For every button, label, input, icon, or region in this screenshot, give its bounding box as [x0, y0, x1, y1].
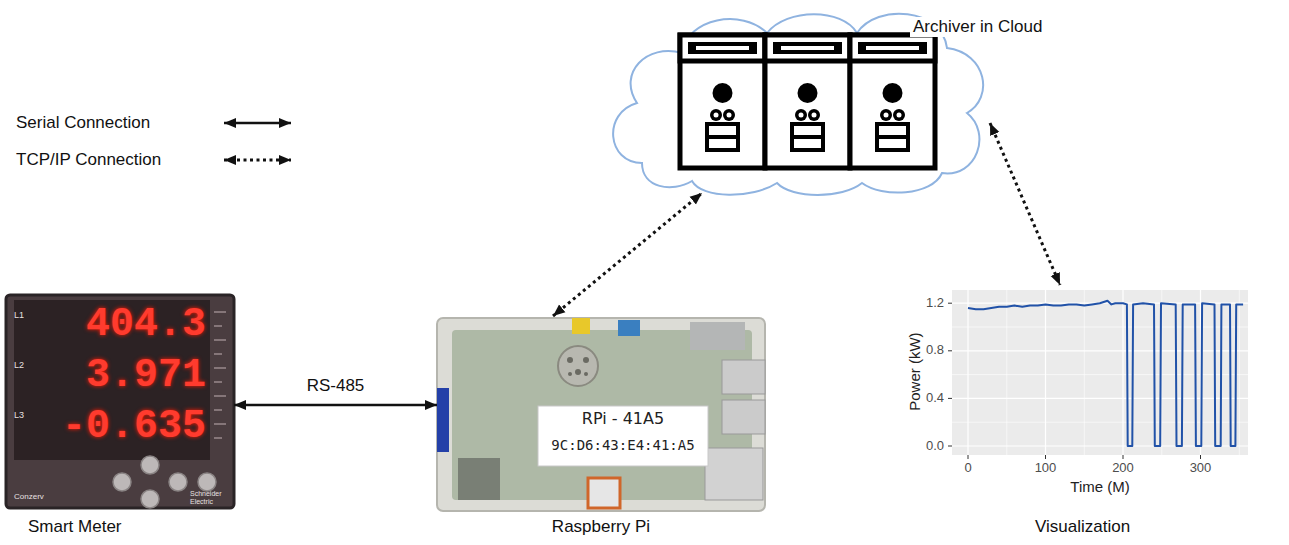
power-chart: [948, 290, 1248, 459]
tcpip-connector: [553, 193, 702, 316]
y-tick: 0.4: [926, 391, 944, 406]
legend-text: TCP/IP Connection: [16, 150, 161, 170]
axis-title: Time (M): [1070, 478, 1129, 495]
meter-reading: 3.971: [86, 353, 206, 399]
connector-label: RS-485: [305, 376, 367, 396]
cloud-archiver-node: Archiver in Cloud: [602, 3, 990, 193]
x-tick: 0: [964, 461, 971, 476]
raspberry-pi-photo: [437, 318, 765, 511]
phase-label: L2: [14, 360, 24, 370]
legend-text: Serial Connection: [16, 113, 150, 133]
legend-samples: [224, 123, 291, 160]
x-tick: 100: [1035, 461, 1057, 476]
node-caption: Raspberry Pi: [552, 517, 650, 537]
smart-meter-photo: [6, 295, 234, 508]
node-caption: Smart Meter: [28, 517, 122, 537]
axis-title: Power (kW): [905, 333, 922, 411]
node-caption: Visualization: [1035, 517, 1130, 537]
x-tick: 200: [1112, 461, 1134, 476]
tcpip-sample: [224, 159, 291, 162]
phase-label: L1: [14, 310, 24, 320]
mac-address: 9C:D6:43:E4:41:A5: [551, 437, 694, 453]
cloud-title: Archiver in Cloud: [910, 17, 1045, 37]
tcpip-connector: [990, 123, 1060, 285]
meter-reading: 404.3: [86, 302, 206, 348]
phase-label: L3: [14, 410, 24, 420]
visualization-node: Visualization: [900, 285, 1250, 540]
brand-text: Conzerv: [14, 492, 44, 501]
brand-text: Schneider Electric: [190, 490, 232, 506]
serial-sample: [224, 122, 291, 125]
meter-reading: -0.635: [62, 404, 206, 450]
y-tick: 0.0: [926, 439, 944, 454]
cloud-illustration: [613, 14, 983, 195]
device-tag: RPi - 41A5: [582, 410, 664, 428]
serial-connector: [234, 404, 437, 407]
x-tick: 300: [1190, 461, 1212, 476]
y-tick: 0.8: [926, 343, 944, 358]
y-tick: 1.2: [926, 296, 944, 311]
